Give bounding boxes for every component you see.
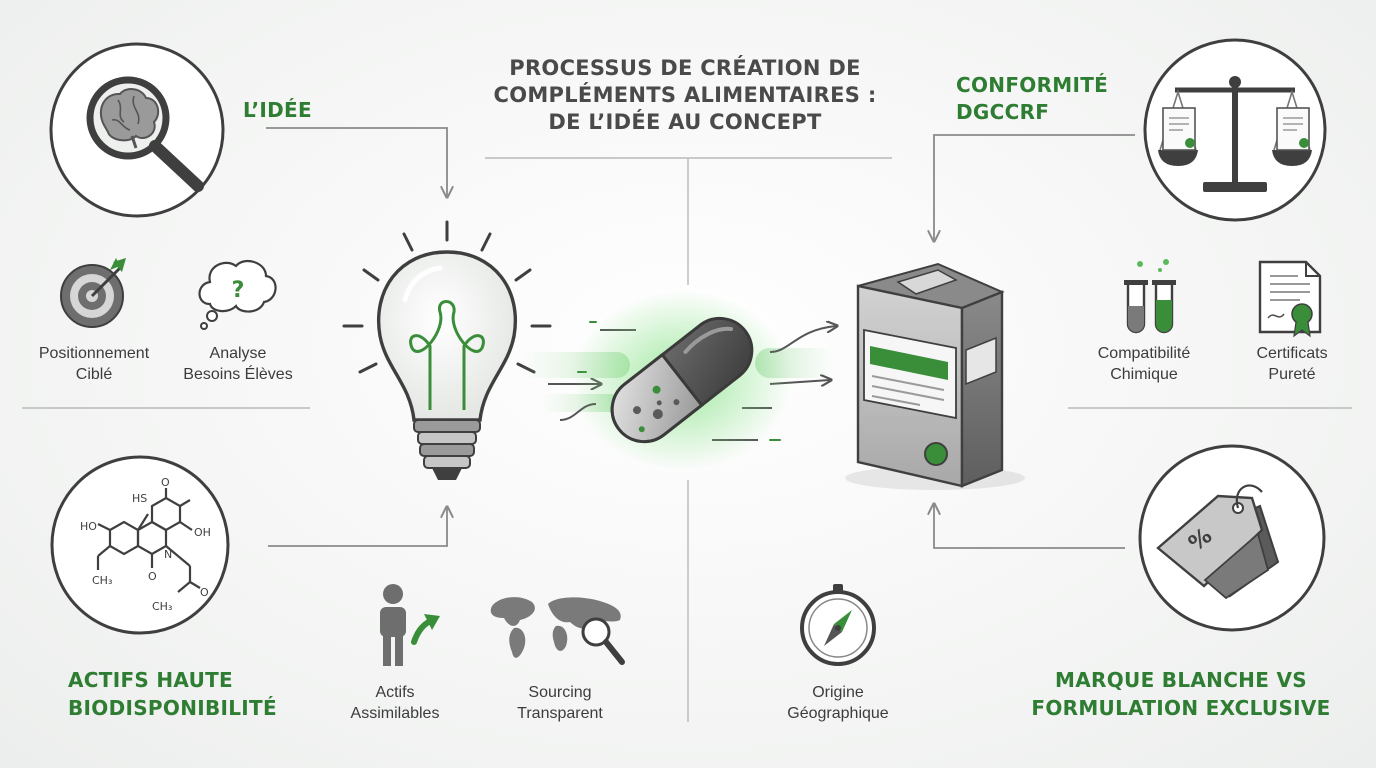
molecule-icon — [96, 488, 201, 593]
conformite-circle — [1143, 38, 1327, 222]
label-hs: HS — [132, 492, 147, 505]
target-icon — [60, 258, 126, 328]
idee-circle — [49, 42, 225, 218]
question-mark-label: ? — [232, 278, 245, 303]
price-tag-icon — [1156, 484, 1280, 600]
label-ho: HO — [80, 520, 97, 533]
product-box-icon — [845, 262, 1025, 490]
arrow-actifs-to-bulb — [268, 508, 447, 547]
page-title: PROCESSUS DE CRÉATION DE COMPLÉMENTS ALI… — [493, 56, 877, 134]
person-arrow-icon — [380, 584, 440, 666]
caption-certificats: Certificats Pureté — [1256, 345, 1328, 383]
label-ch3-left: CH₃ — [92, 574, 112, 587]
caption-actifs-assimilables: Actifs Assimilables — [350, 684, 440, 722]
certificate-icon — [1258, 260, 1322, 338]
label-oh: OH — [194, 526, 211, 539]
arrow-marque-to-box — [934, 505, 1125, 549]
label-ch3-bottom: CH₃ — [152, 600, 172, 613]
map-magnifier-icon — [581, 617, 625, 665]
caption-origine: Origine Géographique — [787, 684, 889, 722]
label-o-right: O — [200, 586, 209, 599]
marque-circle — [1138, 444, 1326, 632]
caption-sourcing: Sourcing Transparent — [517, 684, 603, 722]
heading-marque: MARQUE BLANCHE VS FORMULATION EXCLUSIVE — [1031, 668, 1331, 720]
caption-compatibilite: Compatibilité Chimique — [1097, 345, 1191, 383]
caption-positionnement: Positionnement Ciblé — [38, 345, 150, 383]
heading-conformite: CONFORMITÉ DGCCRF — [956, 73, 1109, 124]
lightbulb-icon — [342, 220, 552, 480]
arrow-conformite-to-box — [934, 134, 1135, 240]
molecule-labels: HS HO OH O O O N CH₃ CH₃ — [80, 476, 211, 613]
label-o-top: O — [161, 476, 170, 489]
capsule-icon — [572, 290, 792, 470]
test-tubes-icon — [1124, 259, 1176, 334]
divider-lines — [22, 157, 1352, 722]
brain-magnifier-icon — [86, 76, 204, 192]
arrow-idee-to-bulb — [266, 127, 447, 196]
heading-actifs: ACTIFS HAUTE BIODISPONIBILITÉ — [68, 668, 277, 720]
label-o-bottom: O — [148, 570, 157, 583]
compass-icon — [800, 584, 876, 666]
scales-icon — [1158, 76, 1312, 192]
thought-bubble-icon — [198, 259, 277, 330]
heading-idee: L’IDÉE — [243, 98, 312, 122]
actifs-circle — [50, 455, 230, 635]
connector-arrows — [266, 127, 1135, 549]
label-n: N — [164, 548, 172, 561]
caption-analyse: Analyse Besoins Élèves — [183, 345, 293, 383]
